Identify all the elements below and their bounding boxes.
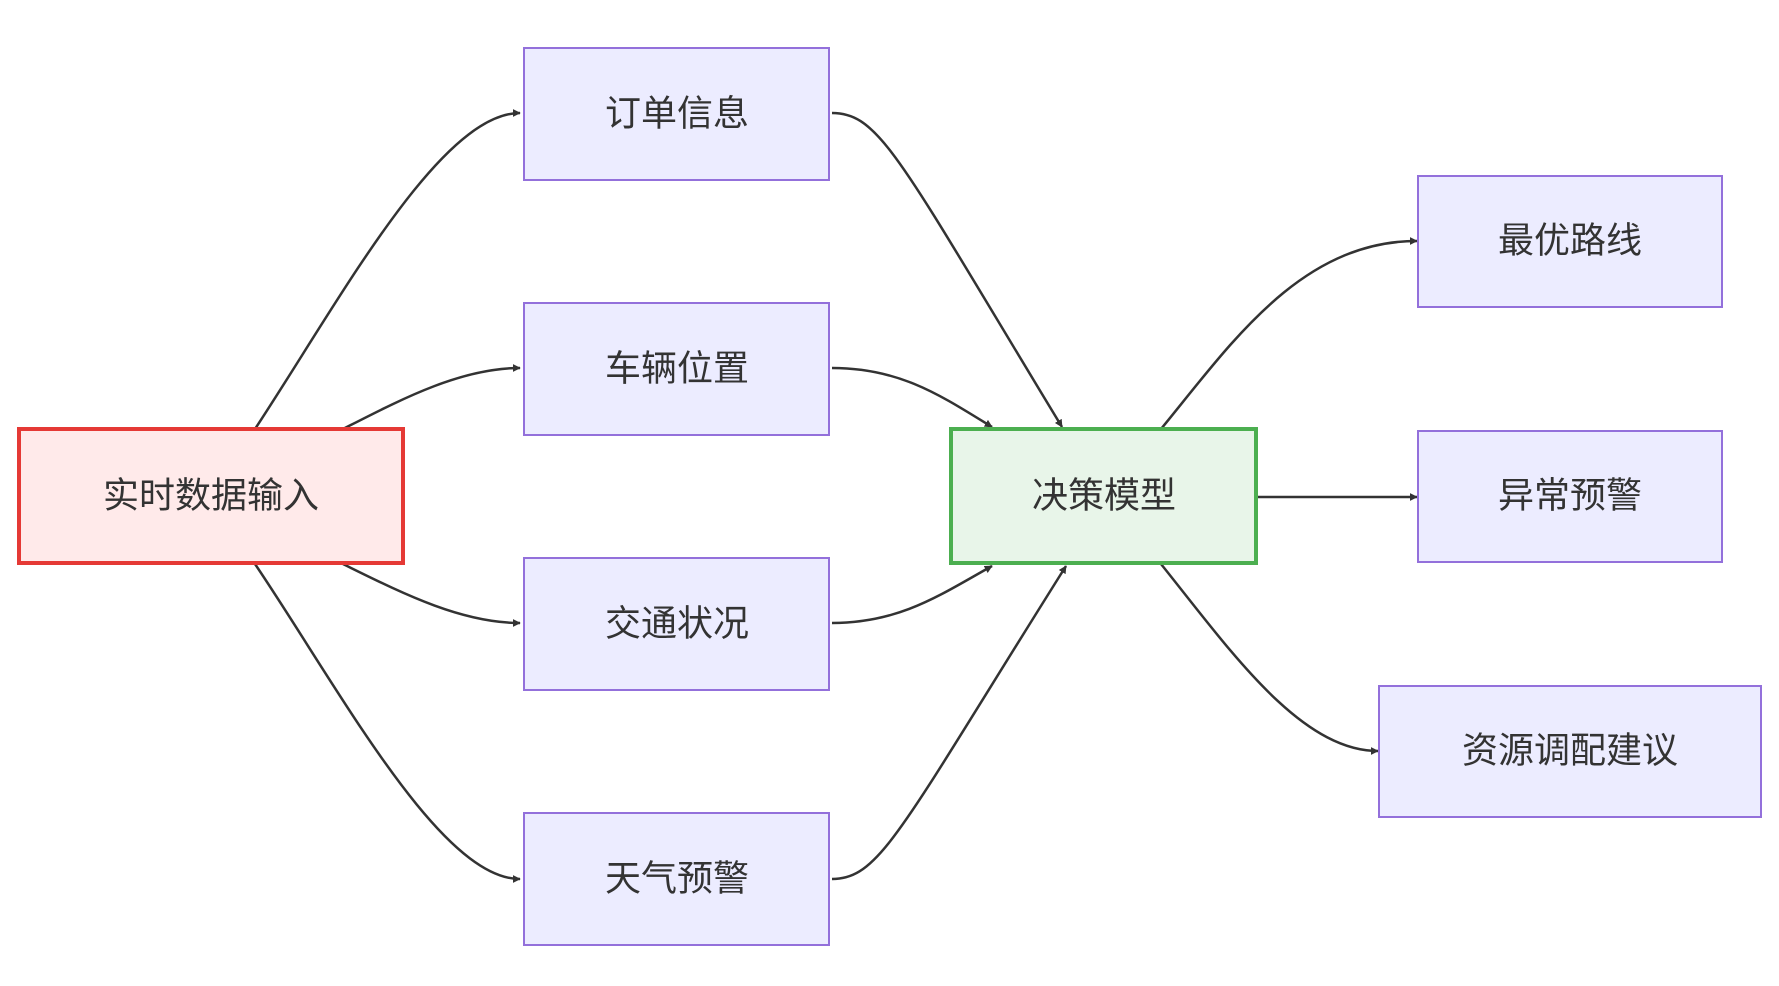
- node-route-box: [1417, 175, 1723, 308]
- edge-weather-model: [831, 565, 1068, 881]
- edge-input-vehicle: [342, 364, 521, 431]
- node-alert-label: 异常预警: [1498, 476, 1642, 517]
- node-traffic: 交通状况: [523, 557, 830, 691]
- node-resource: 资源调配建议: [1378, 685, 1762, 818]
- node-vehicle-label: 车辆位置: [605, 349, 749, 390]
- edge-input-order: [253, 109, 521, 430]
- node-input-label: 实时数据输入: [103, 476, 319, 517]
- node-input: 实时数据输入: [17, 427, 405, 565]
- node-order: 订单信息: [523, 47, 830, 181]
- nodes: 实时数据输入 订单信息 车辆位置 交通状况 天气预警 决策模型 最优路线: [17, 47, 1762, 946]
- node-input-box: [17, 427, 405, 565]
- edge-model-route: [1160, 237, 1418, 430]
- node-traffic-box: [523, 557, 830, 691]
- node-model-label: 决策模型: [1032, 476, 1176, 517]
- node-resource-box: [1378, 685, 1762, 818]
- node-vehicle: 车辆位置: [523, 302, 830, 436]
- node-route-label: 最优路线: [1498, 221, 1642, 262]
- node-model-box: [949, 427, 1258, 565]
- node-order-box: [523, 47, 830, 181]
- node-weather: 天气预警: [523, 812, 830, 946]
- edge-order-model: [831, 111, 1064, 428]
- node-alert-box: [1417, 430, 1723, 563]
- node-weather-box: [523, 812, 830, 946]
- edge-vehicle-model: [831, 366, 993, 429]
- edge-model-resource: [1160, 563, 1379, 755]
- edge-traffic-model: [831, 564, 993, 625]
- node-route: 最优路线: [1417, 175, 1723, 308]
- node-traffic-label: 交通状况: [605, 604, 749, 645]
- node-weather-label: 天气预警: [605, 859, 749, 900]
- node-alert: 异常预警: [1417, 430, 1723, 563]
- node-resource-label: 资源调配建议: [1462, 731, 1678, 772]
- node-vehicle-box: [523, 302, 830, 436]
- edge-input-weather: [253, 563, 521, 883]
- edges: [253, 109, 1418, 883]
- node-model: 决策模型: [949, 427, 1258, 565]
- edge-input-traffic: [342, 562, 521, 627]
- node-order-label: 订单信息: [605, 94, 749, 135]
